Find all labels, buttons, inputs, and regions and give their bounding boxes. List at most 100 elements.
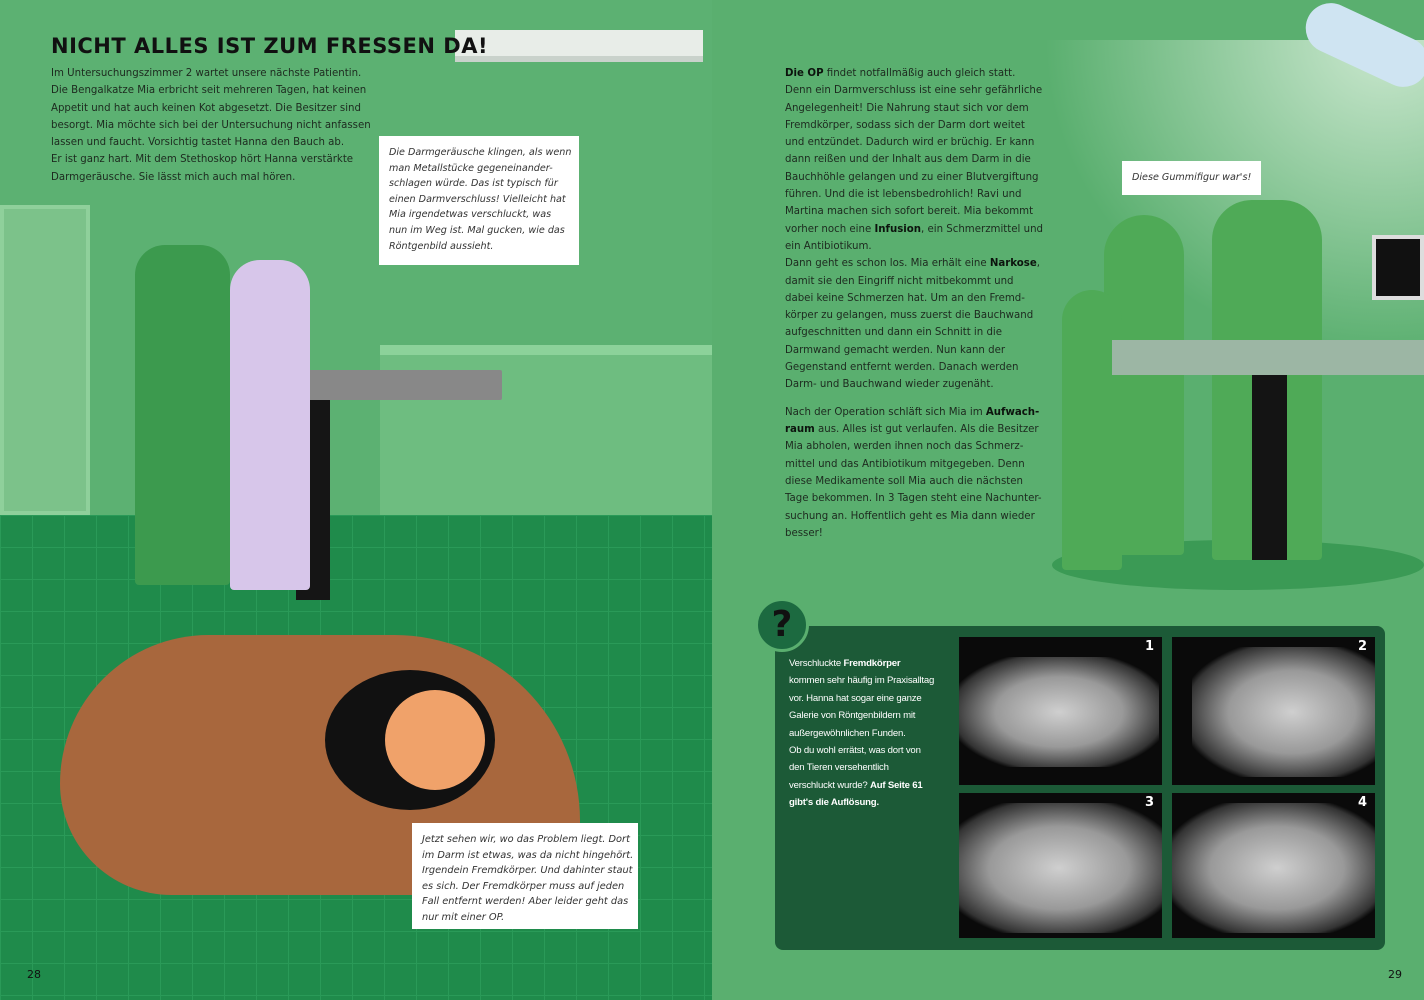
text-span: aufgeschnitten und dann ein Schnitt in d… [785,327,1003,339]
text-line: kommen sehr häufig im Praxisalltag [789,672,934,689]
bold-term: Narkose [989,258,1037,270]
cat-intestines [385,690,485,790]
text-line: Darmgeräusche. Sie lässt mich auch mal h… [51,171,296,183]
monitor [1372,235,1424,300]
text-span: Angelegenheit! Die Nahrung staut sich vo… [785,102,1029,114]
text-span: mittel und das Antibiotikum mitgegeben. … [785,458,1025,470]
text-line: schlagen würde. Das ist typisch für [389,178,558,190]
text-span: Tage bekommen. In 3 Tagen steht eine Nac… [785,493,1042,505]
text-span: Galerie von Röntgenbildern mit [789,710,916,722]
text-line: körper zu gelangen, muss zuerst die Bauc… [785,307,1043,324]
text-line: Irgendein Fremdkörper. Und dahinter stau… [422,865,633,877]
xray-image-2: 2 [1172,637,1375,785]
text-span: dann reißen und der Inhalt aus dem Darm … [785,154,1031,166]
text-line: Röntgenbild aussieht. [389,240,494,252]
text-span: kommen sehr häufig im Praxisalltag [789,675,935,687]
page-number: 28 [27,968,41,981]
text-line: Nach der Operation schläft sich Mia im A… [785,404,1043,421]
text-line: Martina machen sich sofort bereit. Mia b… [785,203,1043,220]
text-line: gibt's die Auflösung. [789,794,934,811]
text-line: Bauchhöhle gelangen und zu einer Blutver… [785,169,1043,186]
text-span: Martina machen sich sofort bereit. Mia b… [785,206,1034,218]
text-line: Ob du wohl errätst, was dort von [789,742,934,759]
xray-label: 1 [1144,639,1154,654]
text-span: Dann geht es schon los. Mia erhält eine [785,258,990,270]
bold-term: raum [785,424,815,436]
text-line: es sich. Der Fremdkörper muss auf jeden [422,880,625,892]
bold-term: Fremdkörper [843,658,901,669]
text-line: Appetit und hat auch keinen Kot abgesetz… [51,102,361,114]
text-span: den Tieren versehentlich [789,762,889,774]
text-line: und entzündet. Dadurch wird er brüchig. … [785,134,1043,151]
text-line: aufgeschnitten und dann ein Schnitt in d… [785,324,1043,341]
vet-figure [230,260,310,590]
speech-bubble-xray: Jetzt sehen wir, wo das Problem liegt. D… [412,823,638,929]
text-span: Nach der Operation schläft sich Mia im [785,406,986,418]
bold-term: Infusion [874,223,922,235]
text-line: Fall entfernt werden! Aber leider geht d… [422,896,629,908]
owner-figure [135,245,230,585]
text-line: raum aus. Alles ist gut verlaufen. Als d… [785,421,1043,438]
text-line: lassen und faucht. Vorsichtig tastet Han… [51,137,345,149]
text-span: damit sie den Eingriff nicht mitbekommt … [785,275,1014,287]
text-span: Darm- und Bauchwand wieder zugenäht. [785,379,994,391]
text-span: diese Medikamente soll Mia auch die näch… [785,476,1023,488]
text-line: Die OP findet notfallmäßig auch gleich s… [785,65,1043,82]
text-line [785,394,1043,404]
text-line: nun im Weg ist. Mal gucken, wie das [389,224,565,236]
text-span: ein Antibiotikum. [785,240,872,252]
text-line: den Tieren versehentlich [789,759,934,776]
text-span: Darmwand gemacht werden. Nun kann der [785,344,1006,356]
operating-table [1112,340,1424,375]
text-line: Denn ein Darmverschluss ist eine sehr ge… [785,82,1043,99]
text-span: findet notfallmäßig auch gleich statt. [823,68,1016,79]
xray-label: 2 [1357,639,1367,654]
text-span: außergewöhnlichen Funden. [789,727,906,739]
text-line: Die Bengalkatze Mia erbricht seit mehrer… [51,85,367,97]
bold-term: Aufwach- [985,406,1040,418]
text-span: Fremdkörper, sodass sich der Darm dort w… [785,119,1025,131]
text-span: Verschluckte [789,658,844,669]
text-line: Gegenstand entfernt werden. Danach werde… [785,359,1043,376]
intro-text: Im Untersuchungszimmer 2 wartet unsere n… [51,65,371,186]
text-line: vorher noch eine Infusion, ein Schmerzmi… [785,221,1043,238]
text-span: besser! [785,527,823,539]
text-line: besorgt. Mia möchte sich bei der Untersu… [51,119,371,131]
text-line: führen. Und die ist lebensbedrohlich! Ra… [785,186,1043,203]
text-line: damit sie den Eingriff nicht mitbekommt … [785,273,1043,290]
xray-label: 3 [1144,795,1154,810]
wall-cabinets [0,205,90,515]
text-line: Mia abholen, werden ihnen noch das Schme… [785,438,1043,455]
text-line: einen Darmverschluss! Vielleicht hat [389,193,566,205]
text-span: Bauchhöhle gelangen und zu einer Blutver… [785,171,1039,183]
text-span: dabei keine Schmerzen hat. Um an den Fre… [785,292,1025,304]
text-span: , ein Schmerzmittel und [921,223,1043,235]
left-page: NICHT ALLES IST ZUM FRESSEN DA! Im Unter… [0,30,712,1000]
text-line: Im Untersuchungszimmer 2 wartet unsere n… [51,68,362,79]
quiz-text: Verschluckte Fremdkörper kommen sehr häuf… [789,655,934,812]
text-line: man Metallstücke gegeneinander- [389,162,553,174]
text-line: vor. Hanna hat sogar eine ganze [789,690,934,707]
xray-image-1: 1 [959,637,1162,785]
text-line: dabei keine Schmerzen hat. Um an den Fre… [785,290,1043,307]
text-line: besser! [785,525,1043,542]
xray-image-3: 3 [959,793,1162,938]
text-span: suchung an. Hoffentlich geht es Mia dann… [785,510,1035,522]
text-line: Angelegenheit! Die Nahrung staut sich vo… [785,100,1043,117]
bold-term: Die OP [785,68,824,79]
text-span: Denn ein Darmverschluss ist eine sehr ge… [785,85,1043,97]
ceiling-lamp [455,30,703,62]
text-line: Darmwand gemacht werden. Nun kann der [785,342,1043,359]
text-span: aus. Alles ist gut verlaufen. Als die Be… [814,424,1039,436]
table-pillar [1252,375,1287,560]
text-line: Dann geht es schon los. Mia erhält eine … [785,255,1043,272]
page-title: NICHT ALLES IST ZUM FRESSEN DA! [51,34,489,58]
bold-term: gibt's die Auflösung. [789,797,879,809]
text-line: ein Antibiotikum. [785,238,1043,255]
text-span: vorher noch eine [785,223,875,235]
text-line: mittel und das Antibiotikum mitgegeben. … [785,456,1043,473]
nurse-figure [1062,290,1122,570]
text-span: führen. Und die ist lebensbedrohlich! Ra… [785,189,1022,201]
